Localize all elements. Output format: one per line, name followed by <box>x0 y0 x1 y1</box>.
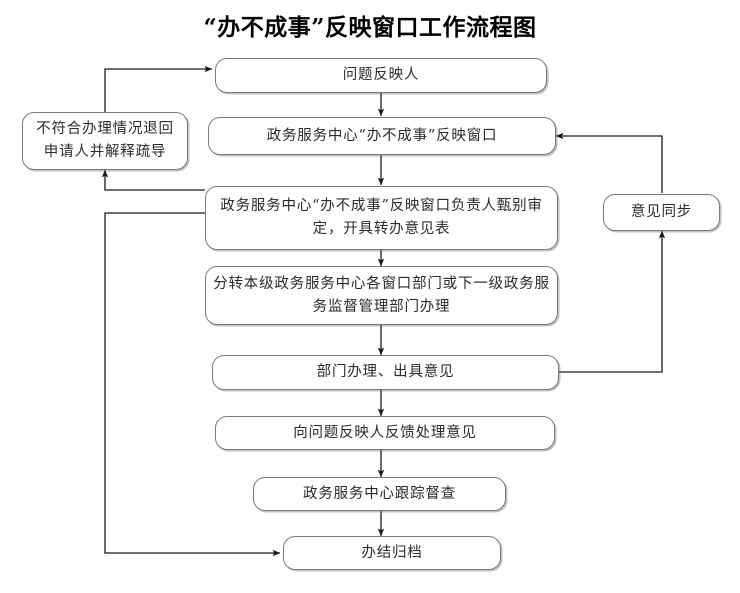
node-screening[interactable]: 政务服务中心“办不成事”反映窗口负责人甄别审定，开具转办意见表 <box>205 186 558 250</box>
node-reject[interactable]: 不符合办理情况退回申请人并解释疏导 <box>22 112 188 170</box>
node-sync[interactable]: 意见同步 <box>603 194 720 231</box>
node-dispatch[interactable]: 分转本级政务服务中心各窗口部门或下一级政务服务监督管理部门办理 <box>205 266 558 325</box>
node-department[interactable]: 部门办理、出具意见 <box>212 355 559 390</box>
edge-department-to-sync <box>559 230 666 373</box>
node-feedback[interactable]: 向问题反映人反馈处理意见 <box>215 416 555 450</box>
edge-sync-to-window <box>555 132 663 193</box>
node-screening-label: 政务服务中心“办不成事”反映窗口负责人甄别审定，开具转办意见表 <box>220 198 543 237</box>
node-reporter[interactable]: 问题反映人 <box>215 58 547 93</box>
node-window[interactable]: 政务服务中心“办不成事”反映窗口 <box>208 117 556 155</box>
node-reporter-label: 问题反映人 <box>342 67 420 83</box>
page-title: “办不成事”反映窗口工作流程图 <box>203 14 537 41</box>
node-supervision-label: 政务服务中心跟踪督查 <box>303 485 456 502</box>
node-archive[interactable]: 办结归档 <box>283 536 501 570</box>
edge-reject-to-reporter <box>104 65 213 112</box>
node-department-label: 部门办理、出具意见 <box>316 364 455 380</box>
node-dispatch-label: 分转本级政务服务中心各窗口部门或下一级政务服务监督管理部门办理 <box>213 275 550 315</box>
node-sync-label: 意见同步 <box>630 204 693 220</box>
node-window-label: 政务服务中心“办不成事”反映窗口 <box>266 127 498 144</box>
node-feedback-label: 向问题反映人反馈处理意见 <box>293 424 477 441</box>
edge-screening-to-reject <box>101 169 205 191</box>
node-supervision[interactable]: 政务服务中心跟踪督查 <box>253 477 506 511</box>
node-archive-label: 办结归档 <box>361 544 423 561</box>
node-reject-label: 不符合办理情况退回申请人并解释疏导 <box>36 121 174 160</box>
